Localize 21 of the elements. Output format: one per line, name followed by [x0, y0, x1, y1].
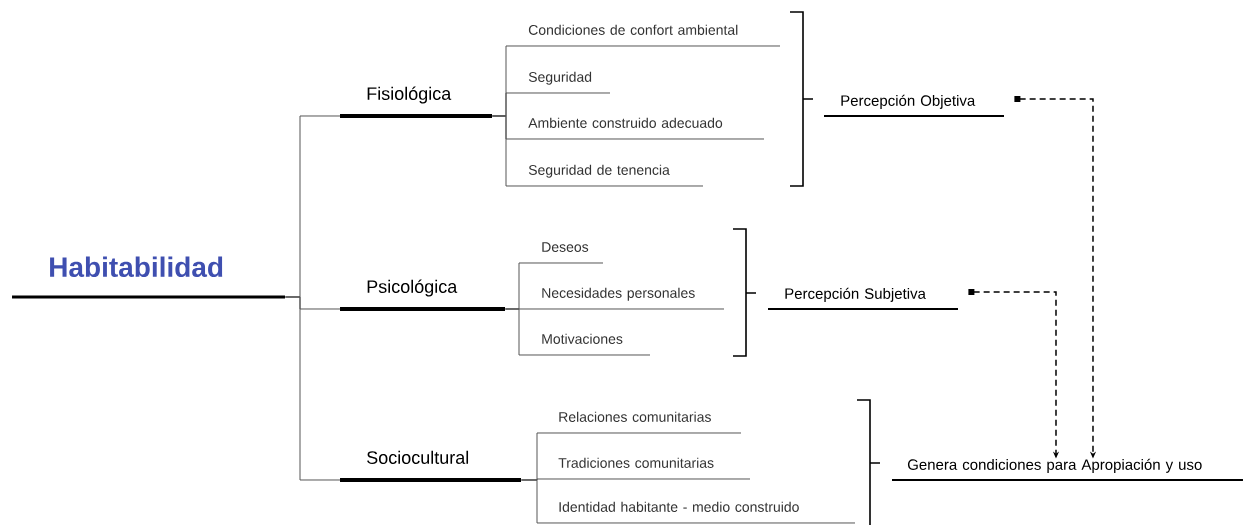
item-label: Necesidades personales [518, 287, 725, 310]
topic-heading: Habitabilidad [12, 256, 285, 299]
category-label: Fisiológica [340, 86, 492, 118]
result-label: Percepción Subjetiva [767, 287, 959, 310]
item-label: Tradiciones comunitarias [536, 457, 751, 480]
item-label: Condiciones de confort ambiental [505, 24, 781, 47]
connector-line [520, 479, 538, 524]
category-label: Sociocultural [340, 450, 521, 482]
result-label: Genera condiciones para Apropiación y uso [891, 458, 1243, 481]
item-label: Deseos [518, 242, 604, 264]
result-label: Percepción Objetiva [823, 94, 1005, 117]
item-label: Identidad habitante - medio construido [536, 501, 856, 524]
connector-line [504, 308, 520, 356]
item-label: Seguridad [505, 71, 611, 94]
item-label: Ambiente construido adecuado [505, 117, 765, 140]
connector-line [491, 115, 507, 187]
item-label: Relaciones comunitarias [536, 411, 742, 434]
connector-line [284, 296, 341, 481]
category-label: Psicológica [340, 279, 505, 311]
item-label: Seguridad de tenencia [505, 164, 704, 187]
item-label: Motivaciones [518, 333, 651, 356]
